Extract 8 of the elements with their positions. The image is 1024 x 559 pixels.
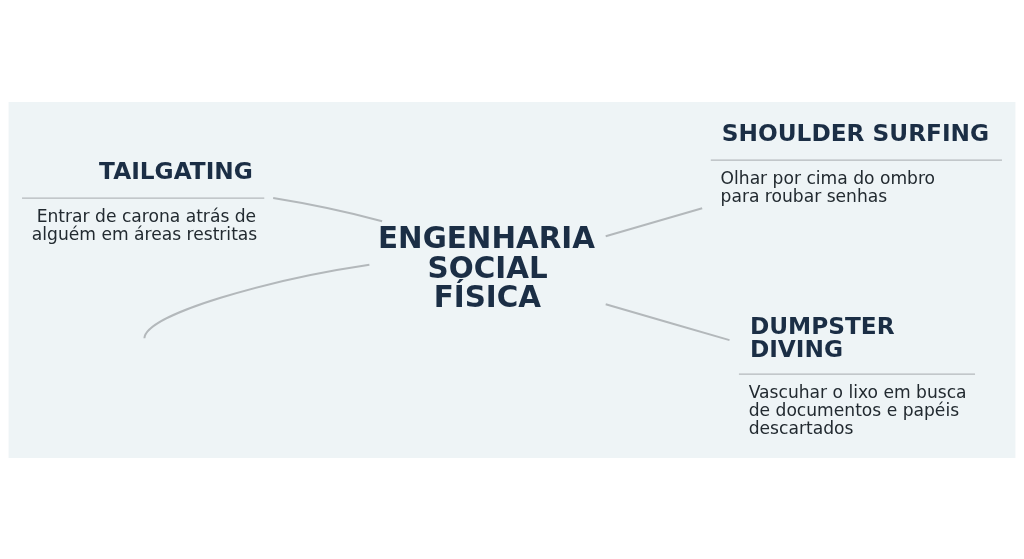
node-text: ENGENHARIA SOCIAL FÍSICA [378,220,595,314]
connector [604,302,731,341]
node-text: TAILGATING Entrar de carona atrás de alguém em áreas restritas [31,156,258,244]
connector [604,206,704,237]
node-text: SHOULDER SURFING Olhar por cima do ombro para roubar senhas [720,118,990,206]
connector [272,196,384,222]
connector [143,263,371,339]
node-text: DUMPSTER DIVING Vascuhar o lixo em busca de documentos e papéis descartados [748,311,967,438]
